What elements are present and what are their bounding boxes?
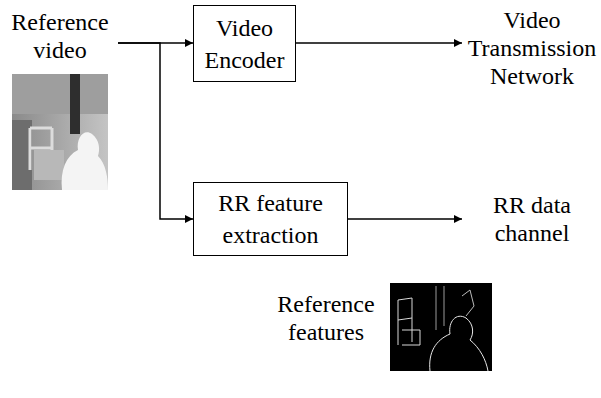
connector-arrow [118, 43, 193, 219]
box-label: Video Encoder [194, 12, 295, 76]
output-arrow [340, 218, 462, 220]
node-heading: Reference features [270, 290, 382, 346]
feature-thumbnail [390, 283, 492, 371]
process-box: Video Encoder [193, 5, 296, 82]
output-arrow [288, 42, 462, 44]
node-heading: Reference video [2, 8, 118, 64]
video-thumbnail [12, 74, 108, 190]
feature-output: Reference features [270, 280, 495, 375]
process-box: RR feature extraction [193, 182, 348, 256]
endpoint-label: Video Transmission Network [465, 6, 599, 90]
video-source: Reference video [2, 4, 118, 194]
box-label: RR feature extraction [194, 187, 347, 251]
endpoint-label: RR data channel [465, 191, 599, 247]
